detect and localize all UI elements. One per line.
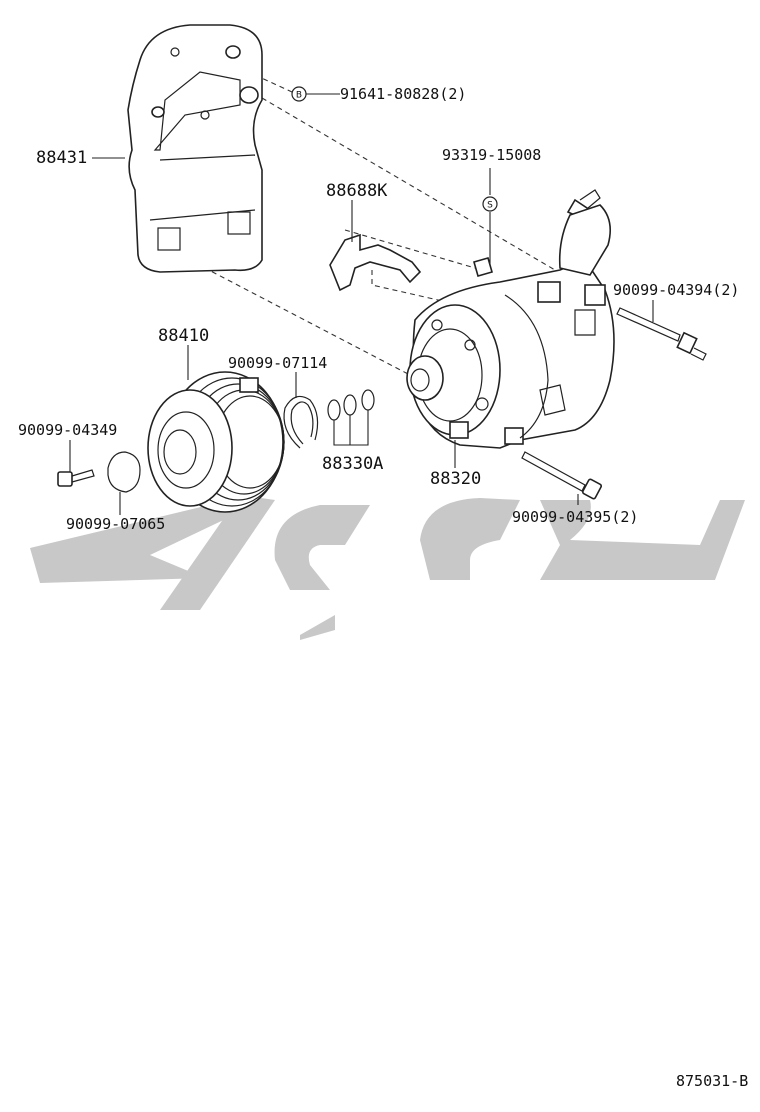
compressor-bolt-90099-04394 bbox=[616, 307, 707, 361]
spring-mark-symbol: S bbox=[482, 196, 498, 212]
label-compressor: 88320 bbox=[430, 469, 481, 489]
label-o-rings: 88330A bbox=[322, 454, 383, 474]
o-rings-88330A bbox=[327, 389, 375, 446]
spring-mark-letter: S bbox=[487, 201, 493, 211]
label-bracket-bolt: 91641-80828(2) bbox=[340, 85, 466, 103]
bolt-mark-symbol: B bbox=[291, 86, 307, 102]
label-bracket: 88431 bbox=[36, 148, 87, 168]
label-connector-clip: 88688K bbox=[326, 181, 388, 201]
leader-lines bbox=[69, 93, 654, 515]
shim-90099-07065 bbox=[107, 451, 141, 493]
part-labels: 88431 91641-80828(2) 93319-15008 88688K … bbox=[18, 85, 748, 1090]
compressor-bolt-90099-04395 bbox=[521, 451, 603, 500]
snap-ring-90099-07114 bbox=[283, 395, 319, 449]
connector-clip-88688K bbox=[329, 233, 422, 292]
label-snap-ring: 90099-07114 bbox=[228, 354, 327, 372]
label-compressor-bolt-b: 90099-04395(2) bbox=[512, 508, 638, 526]
watermark-logo bbox=[30, 495, 745, 640]
bolt-mark-letter: B bbox=[296, 91, 302, 101]
stud-93319-15008 bbox=[473, 257, 493, 277]
assembly-lines bbox=[179, 74, 556, 376]
label-shim: 90099-07065 bbox=[66, 515, 165, 533]
clutch-pulley-88410 bbox=[147, 371, 285, 513]
pulley-bolt-90099-04349 bbox=[57, 469, 95, 487]
label-pulley-bolt: 90099-04349 bbox=[18, 421, 117, 439]
label-clutch-pulley: 88410 bbox=[158, 326, 209, 346]
bracket-88431 bbox=[127, 24, 263, 273]
compressor-88320 bbox=[406, 189, 615, 449]
label-compressor-bolt-a: 90099-04394(2) bbox=[613, 281, 739, 299]
label-stud: 93319-15008 bbox=[442, 146, 541, 164]
diagram-code: 875031-B bbox=[676, 1072, 748, 1090]
